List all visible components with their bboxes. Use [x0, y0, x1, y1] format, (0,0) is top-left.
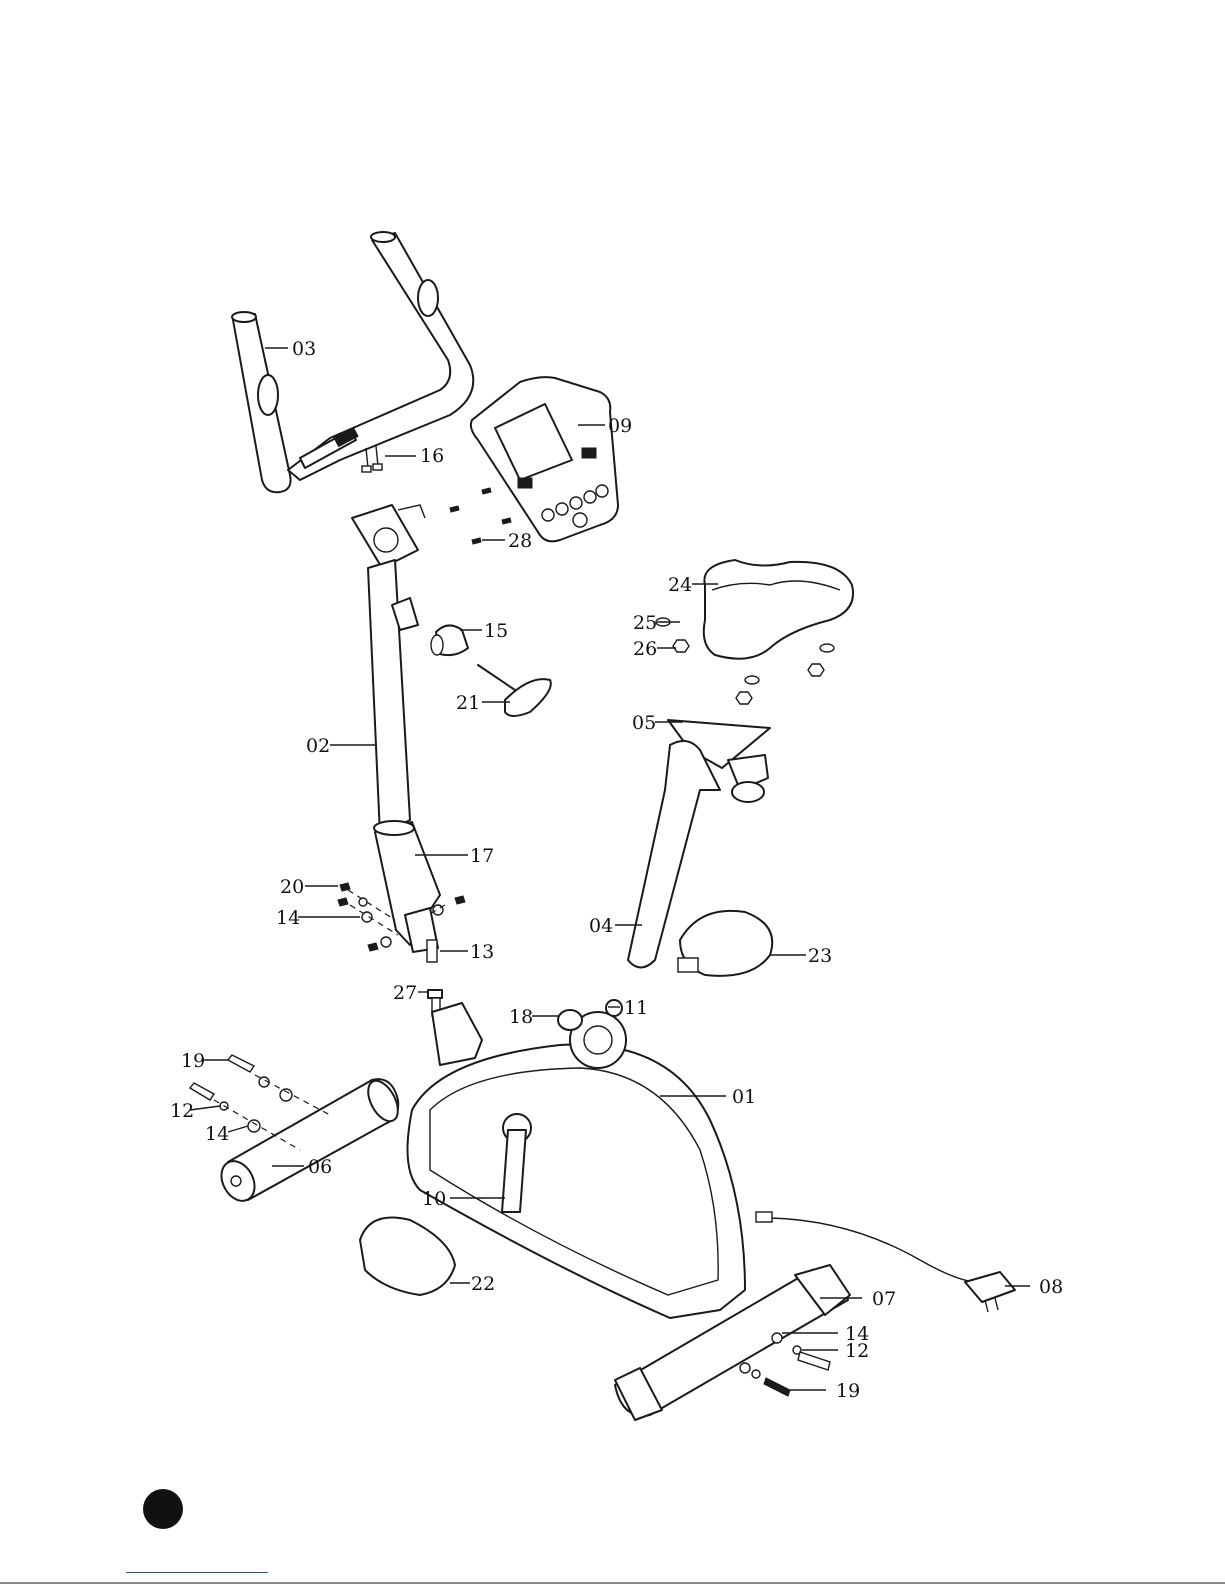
callout-02: 02	[306, 735, 330, 757]
footer-link-underline[interactable]	[126, 1572, 268, 1573]
callout-19b: 19	[836, 1380, 860, 1402]
main-frame-01	[408, 1003, 746, 1318]
tension-knob-21	[478, 665, 551, 716]
callout-14b: 14	[205, 1123, 229, 1145]
callout-22: 22	[471, 1273, 495, 1295]
callout-27: 27	[393, 982, 417, 1004]
clip-15	[431, 625, 482, 655]
callout-15: 15	[484, 620, 508, 642]
callout-16: 16	[420, 445, 444, 467]
callout-10: 10	[422, 1188, 446, 1210]
callout-26: 26	[633, 638, 657, 660]
front-stabilizer-06	[215, 1076, 404, 1207]
sleeve-fasteners	[298, 883, 468, 962]
callout-19: 19	[181, 1050, 205, 1072]
callout-23: 23	[808, 945, 832, 967]
page-bottom-divider	[0, 1582, 1225, 1584]
handlebar-post-part	[330, 505, 425, 835]
callout-09: 09	[608, 415, 632, 437]
callout-04: 04	[589, 915, 613, 937]
callout-20: 20	[280, 876, 304, 898]
callout-12b: 12	[845, 1340, 869, 1362]
console-part	[471, 377, 618, 541]
page-marker-dot	[143, 1489, 183, 1529]
sleeve-17	[374, 821, 468, 952]
callout-17: 17	[470, 845, 494, 867]
callout-21: 21	[456, 692, 480, 714]
callout-24: 24	[668, 574, 692, 596]
callout-18: 18	[509, 1006, 533, 1028]
screws-16	[362, 446, 416, 472]
callout-05: 05	[632, 712, 656, 734]
screws-28	[450, 488, 511, 544]
callout-06: 06	[308, 1156, 332, 1178]
callout-01: 01	[732, 1086, 756, 1108]
callout-03: 03	[292, 338, 316, 360]
callout-14: 14	[276, 907, 300, 929]
callout-11: 11	[624, 997, 648, 1019]
callout-08: 08	[1039, 1276, 1063, 1298]
pedal-22	[360, 1218, 470, 1296]
callout-13: 13	[470, 941, 494, 963]
callout-25: 25	[633, 612, 657, 634]
callout-07: 07	[872, 1288, 896, 1310]
callout-12: 12	[170, 1100, 194, 1122]
callout-28: 28	[508, 530, 532, 552]
pedal-23	[678, 911, 806, 976]
